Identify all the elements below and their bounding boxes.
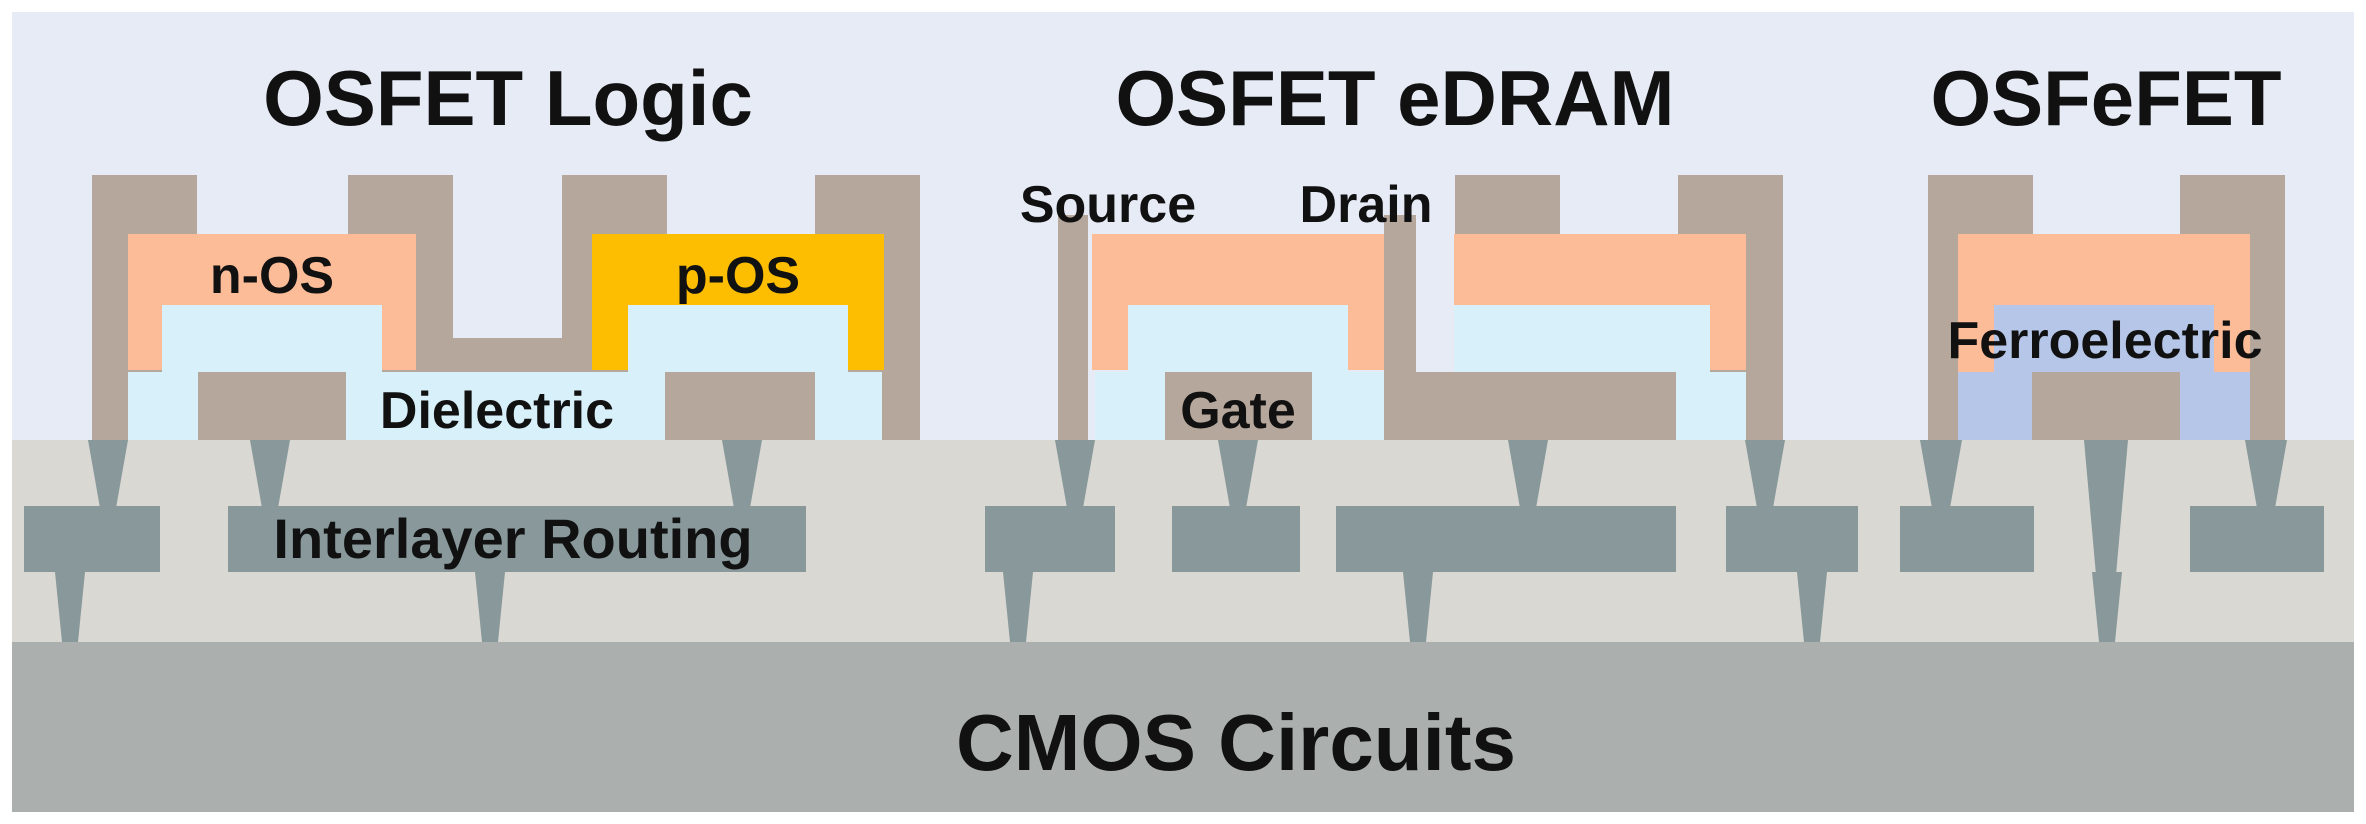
logic-gate-1 xyxy=(198,372,346,440)
via-lower-4 xyxy=(1403,572,1433,642)
title-osfet-logic: OSFET Logic xyxy=(263,54,753,142)
edram-source-contact xyxy=(1058,215,1088,440)
edram-gate-1 xyxy=(1165,372,1312,440)
edram-contact-3 xyxy=(1455,175,1560,240)
via-upper-2 xyxy=(250,440,290,508)
logic-gate-2 xyxy=(665,372,815,440)
via-lower-3 xyxy=(1003,572,1033,642)
routing-bar-6 xyxy=(1726,506,1858,572)
label-dielectric: Dielectric xyxy=(380,382,614,440)
via-upper-4 xyxy=(1055,440,1095,508)
via-upper-8 xyxy=(1920,440,1962,508)
routing-bar-4 xyxy=(1172,506,1300,572)
interlayer-routing xyxy=(24,440,2324,642)
via-upper-10 xyxy=(2245,440,2287,508)
osfet-edram-device xyxy=(1058,175,1783,440)
via-lower-2 xyxy=(475,572,505,642)
osfefet-device xyxy=(1928,175,2285,440)
label-p-os: p-OS xyxy=(676,247,800,305)
routing-bar-2 xyxy=(228,506,806,572)
label-n-os: n-OS xyxy=(210,247,334,305)
via-lower-6 xyxy=(2092,572,2122,642)
via-upper-7 xyxy=(1745,440,1785,508)
logic-bridge xyxy=(450,338,565,372)
title-osfet-edram: OSFET eDRAM xyxy=(1115,54,1674,142)
label-source: Source xyxy=(1020,176,1196,234)
fefet-channel-left-cap xyxy=(1958,305,1994,372)
routing-bar-7 xyxy=(1900,506,2034,572)
via-upper-5 xyxy=(1218,440,1258,508)
fefet-channel-right-cap xyxy=(2214,305,2250,372)
routing-bar-5 xyxy=(1336,506,1676,572)
routing-bar-3 xyxy=(985,506,1115,572)
label-ferroelectric: Ferroelectric xyxy=(1947,312,2262,370)
routing-bar-1 xyxy=(24,506,160,572)
via-lower-5 xyxy=(1797,572,1827,642)
cmos-layer xyxy=(12,642,2354,812)
edram-dielectric-2 xyxy=(1454,305,1746,440)
via-upper-1 xyxy=(88,440,128,508)
label-drain: Drain xyxy=(1300,176,1433,234)
edram-gate-2 xyxy=(1384,372,1676,440)
osfet-logic-device xyxy=(92,175,920,440)
label-gate: Gate xyxy=(1180,382,1296,440)
via-lower-1 xyxy=(55,572,85,642)
via-upper-9 xyxy=(2084,440,2128,575)
fefet-gate xyxy=(2032,372,2180,440)
label-cmos-circuits: CMOS Circuits xyxy=(956,698,1516,787)
fefet-ferro-upper xyxy=(1958,305,2250,372)
label-interlayer-routing: Interlayer Routing xyxy=(273,507,752,570)
via-upper-3 xyxy=(722,440,762,508)
routing-bar-8 xyxy=(2190,506,2324,572)
title-osfefet: OSFeFET xyxy=(1930,54,2281,142)
via-upper-6 xyxy=(1508,440,1548,508)
